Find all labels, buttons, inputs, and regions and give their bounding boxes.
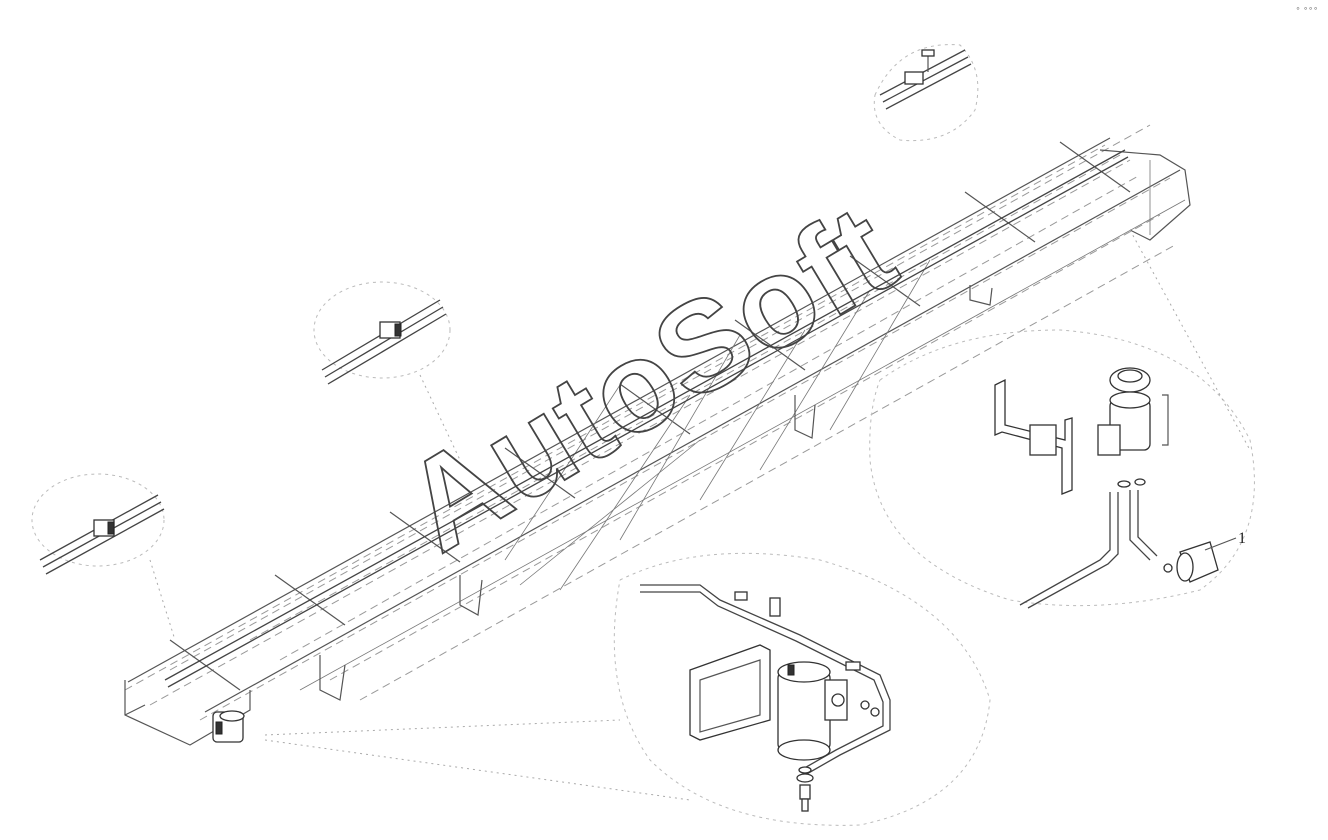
- detail-view-filter-assembly: 1: [869, 229, 1255, 609]
- detail-view-fuel-pump: [264, 552, 991, 826]
- corner-mark: ∘ ∘∘∘: [1295, 4, 1318, 13]
- detail-view-pipe-clamp-left: [31, 473, 176, 641]
- watermark-text: AutoSoft: [381, 178, 918, 579]
- watermark: AutoSoft: [380, 177, 919, 580]
- chassis-frame: [124, 124, 1191, 746]
- callout-label-1: 1: [1238, 530, 1246, 547]
- detail-view-pipe-clamp-mid: [313, 281, 461, 461]
- detail-view-pipe-clamp-top: [873, 44, 979, 142]
